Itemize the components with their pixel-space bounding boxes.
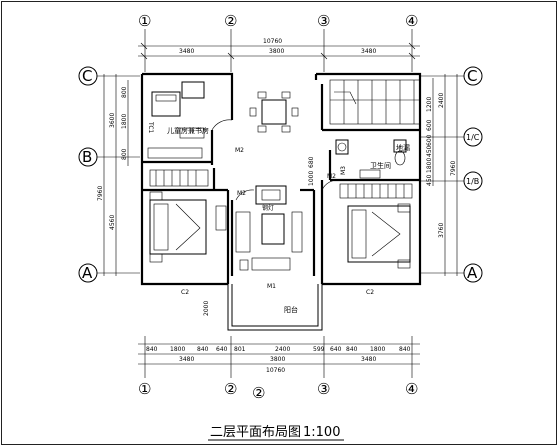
dim-bottom-6: 2400: [275, 346, 290, 353]
floor-drain-label: 地漏: [396, 143, 410, 152]
dim-bottom-1: 840: [146, 346, 158, 353]
dim-bottom-total: 10760: [266, 367, 285, 374]
dim-left-inner-2: 1800: [121, 114, 128, 129]
dim-right-total: 7960: [450, 161, 457, 176]
dim-bottom-10: 1800: [370, 346, 385, 353]
door-m2-b: M2: [237, 190, 246, 197]
axis-top-1: ①: [138, 12, 151, 30]
dim-bottom-7: 599: [313, 346, 325, 353]
axis-top-4: ④: [405, 12, 418, 30]
axis-right-1B: 1/B: [466, 177, 479, 186]
top-dimensions: 10760 3480 3800 3480: [138, 38, 420, 60]
right-axis-markers: C 1/C 1/B A: [420, 66, 483, 283]
left-axis-markers: C B A: [78, 66, 140, 283]
door-m2-c: M2: [327, 173, 336, 180]
dim-right-outer-2: 3760: [438, 223, 445, 238]
dim-left-inner-3: 800: [121, 148, 128, 160]
axis-top-3: ③: [317, 12, 330, 30]
dim-right-inner-1: 1200: [426, 97, 433, 112]
dim-bottom-5: 801: [234, 346, 246, 353]
bottom-dimensions: 840 1800 840 640 801 2400 599 640 840 18…: [138, 336, 420, 374]
dim-left-inner-1: 800: [121, 86, 128, 98]
dining-table: [249, 91, 299, 133]
staircase: [329, 79, 421, 125]
axis-bottom-3: ③: [317, 380, 330, 398]
dim-right-outer-1: 2400: [438, 93, 445, 108]
left-dimensions: 7960 3600 4560 800 1800 800: [97, 74, 129, 276]
dim-balcony: 2000: [203, 301, 210, 316]
dim-bottom-row2-2: 3800: [270, 356, 285, 363]
dim-bottom-9: 840: [346, 346, 358, 353]
dim-mid-2: 1000: [308, 171, 315, 186]
bathroom-fixtures: 卫生间 地漏 M3 680 1000: [308, 139, 410, 186]
drawing-title: 二层平面布局图 1:100: [208, 425, 344, 441]
axis-left-B: B: [82, 148, 92, 166]
left-bedroom-furniture: C2: [149, 169, 227, 296]
axis-left-C: C: [82, 67, 92, 85]
dim-bottom-3: 840: [197, 346, 209, 353]
dim-bottom-4: 640: [216, 346, 228, 353]
dim-bottom-8: 640: [330, 346, 342, 353]
balcony-label: 阳台: [284, 305, 298, 314]
right-dimensions: 1200 600 600 450 1800 450 2400 3760 7960: [426, 74, 458, 276]
window-c2-left: C2: [181, 289, 189, 296]
dim-bottom-row2-1: 3480: [179, 356, 194, 363]
window-tc1: TC1: [147, 121, 154, 134]
dim-right-inner-5: 1800: [426, 158, 433, 173]
axis-bottom-extra: ②: [252, 384, 265, 402]
axis-bottom-4: ④: [405, 380, 418, 398]
dim-right-inner-2: 600: [426, 119, 433, 131]
door-m2-a: M2: [235, 147, 244, 154]
bathroom-label: 卫生间: [370, 161, 391, 170]
title-scale: 1:100: [303, 425, 340, 440]
axis-bottom-2: ②: [224, 380, 237, 398]
axis-top-2: ②: [224, 12, 237, 30]
axis-right-C: C: [467, 67, 477, 85]
dim-right-inner-3: 600: [426, 134, 433, 146]
dim-left-total: 7960: [97, 186, 104, 201]
dim-top-part-1: 3480: [179, 48, 194, 55]
axis-left-A: A: [82, 264, 93, 282]
dim-left-outer-1: 3600: [109, 113, 116, 128]
dim-bottom-2: 1800: [170, 346, 185, 353]
title-text: 二层平面布局图: [210, 425, 301, 440]
door-m3: M3: [340, 166, 347, 175]
dim-top-part-2: 3800: [269, 48, 284, 55]
dim-right-inner-6: 450: [426, 174, 433, 186]
lamp-label: 钢灯: [262, 204, 274, 212]
center-lounge-furniture: M2 钢灯 M1: [235, 185, 303, 290]
dim-right-inner-4: 450: [426, 145, 433, 157]
dim-mid-1: 680: [308, 156, 315, 168]
top-axis-markers: ① ② ③ ④: [138, 12, 418, 72]
dim-left-outer-2: 4560: [109, 215, 116, 230]
axis-right-A: A: [467, 264, 478, 282]
bottom-axis-markers: ① ② ③ ④ ②: [138, 336, 418, 402]
axis-bottom-1: ①: [138, 380, 151, 398]
door-m1: M1: [267, 283, 276, 290]
walls: [140, 72, 422, 331]
child-room-label: 儿童房兼书房: [167, 126, 209, 135]
axis-right-1C: 1/C: [466, 133, 480, 142]
right-bedroom-furniture: M2 C2: [321, 173, 413, 296]
child-room-furniture: 儿童房兼书房 TC1 M2: [147, 81, 244, 159]
dim-bottom-row2-3: 3480: [361, 356, 376, 363]
dim-top-total: 10760: [263, 38, 282, 45]
dim-top-part-3: 3480: [361, 48, 376, 55]
window-c2-right: C2: [366, 289, 374, 296]
dim-bottom-11: 840: [399, 346, 411, 353]
